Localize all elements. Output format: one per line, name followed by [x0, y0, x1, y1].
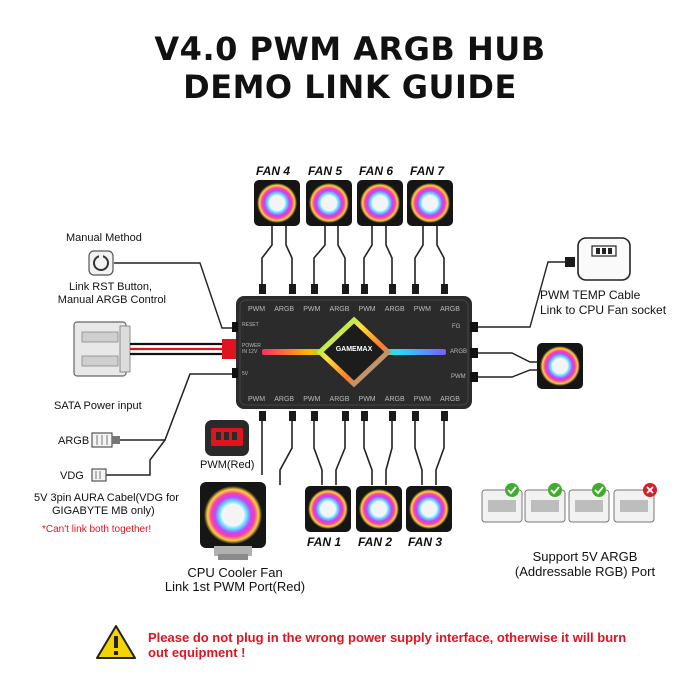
port-label: ARGB [274, 306, 295, 313]
right-fan-image [537, 343, 583, 389]
page-title-line-2: DEMO LINK GUIDE [183, 68, 517, 106]
hub-top-port-labels: PWM ARGB PWM ARGB PWM ARGB PWM ARGB [248, 306, 460, 318]
fan-6-image [357, 180, 403, 226]
fan-1-label: FAN 1 [307, 535, 342, 549]
right-fan-argb-cable [478, 352, 540, 363]
fan-7-image [407, 180, 453, 226]
aura-cable-label-2: GIGABYTE MB only) [52, 505, 155, 517]
sata-power-label: SATA Power input [54, 400, 142, 412]
top-connector-plugs [259, 284, 448, 294]
port-label: ARGB [384, 306, 405, 313]
pwm-red-connector-image [205, 420, 249, 456]
port-label: ARGB [440, 396, 460, 403]
pwm-temp-plug [565, 257, 575, 267]
link-rst-label-1: Link RST Button, [69, 281, 152, 293]
sata-connector-image [73, 321, 131, 377]
port-label: PWM [248, 396, 266, 403]
port-label: PWM [303, 306, 321, 313]
fan-1-image [305, 486, 351, 532]
port-label: PWM [358, 306, 376, 313]
check-icon [592, 483, 606, 497]
rst-cable [114, 262, 236, 329]
hub-left-port-5v: 5V [242, 371, 249, 377]
right-fan-pwm-cable [478, 369, 540, 378]
support-header-2 [524, 483, 566, 523]
cant-link-warning: *Can't link both together! [42, 524, 152, 535]
support-argb-label-2: (Addressable RGB) Port [514, 564, 656, 579]
port-label: ARGB [274, 396, 295, 403]
hub-diamond-light [316, 316, 392, 388]
port-label: PWM [303, 396, 321, 403]
port-label: PWM [358, 396, 376, 403]
fan-2-label: FAN 2 [358, 535, 393, 549]
port-label: ARGB [440, 306, 460, 313]
vdg-plug-image [91, 468, 107, 482]
port-label: ARGB [329, 396, 350, 403]
aura-cable-label-1: 5V 3pin AURA Cabel(VDG for [34, 492, 179, 504]
support-argb-label-1: Support 5V ARGB [532, 549, 638, 564]
hub-left-port-reset: RESET [242, 322, 259, 328]
pwm-red-label: PWM(Red) [200, 459, 255, 471]
rst-button-image [88, 250, 114, 276]
sata-cables [130, 342, 222, 356]
pwm-temp-cable [478, 261, 570, 328]
top-fan-cables [261, 225, 445, 285]
pwm-temp-label-1: PWM TEMP Cable [540, 288, 641, 302]
cpu-cooler-label-1: CPU Cooler Fan [187, 565, 283, 580]
cpu-fan-socket-icon [577, 237, 631, 281]
fan-3-label: FAN 3 [408, 535, 443, 549]
argb-cable [120, 373, 236, 441]
fan-5-label: FAN 5 [308, 164, 343, 178]
port-label: ARGB [329, 306, 350, 313]
argb-plug-image [91, 432, 120, 448]
hub-body [232, 296, 478, 409]
port-label: PWM [413, 396, 431, 403]
cpu-cooler-image [200, 482, 266, 560]
support-header-1 [481, 483, 523, 523]
fan-5-image [306, 180, 352, 226]
vdg-cable [104, 439, 166, 476]
fan-4-image [254, 180, 300, 226]
hub-right-port-fg: FG [452, 324, 461, 330]
argb-label: ARGB [58, 435, 90, 447]
power-plug [222, 339, 236, 359]
fan-3-image [406, 486, 452, 532]
hub-brand-logo: GAMEMAX [335, 346, 373, 353]
warning-text: Please do not plug in the wrong power su… [148, 630, 627, 660]
hub-bottom-port-labels: PWM ARGB PWM ARGB PWM ARGB PWM ARGB [248, 396, 460, 408]
port-label: PWM [413, 306, 431, 313]
page-title-line-1: V4.0 PWM ARGB HUB [154, 30, 546, 68]
hub-left-port-power: POWER IN 12V [242, 343, 261, 355]
check-icon [505, 483, 519, 497]
check-icon [548, 483, 562, 497]
support-header-3 [568, 483, 610, 523]
fan-6-label: FAN 6 [359, 164, 394, 178]
exclamation-icon [96, 625, 136, 659]
port-label: PWM [248, 306, 266, 313]
support-header-4 [613, 483, 657, 523]
vdg-label: VDG [60, 470, 84, 482]
cpu-cooler-label-2: Link 1st PWM Port(Red) [164, 579, 306, 594]
bottom-connector-plugs [259, 411, 448, 421]
hub-right-port-pwm: PWM [451, 374, 466, 380]
fan-4-label: FAN 4 [256, 164, 291, 178]
fan-7-label: FAN 7 [410, 164, 445, 178]
fan-2-image [356, 486, 402, 532]
pwm-temp-label-2: Link to CPU Fan socket [540, 303, 667, 317]
link-rst-label-2: Manual ARGB Control [57, 294, 166, 306]
bottom-fan-cables [261, 420, 445, 485]
manual-method-label: Manual Method [66, 232, 142, 244]
port-label: ARGB [384, 396, 405, 403]
hub-right-port-argb: ARGB [450, 349, 468, 355]
